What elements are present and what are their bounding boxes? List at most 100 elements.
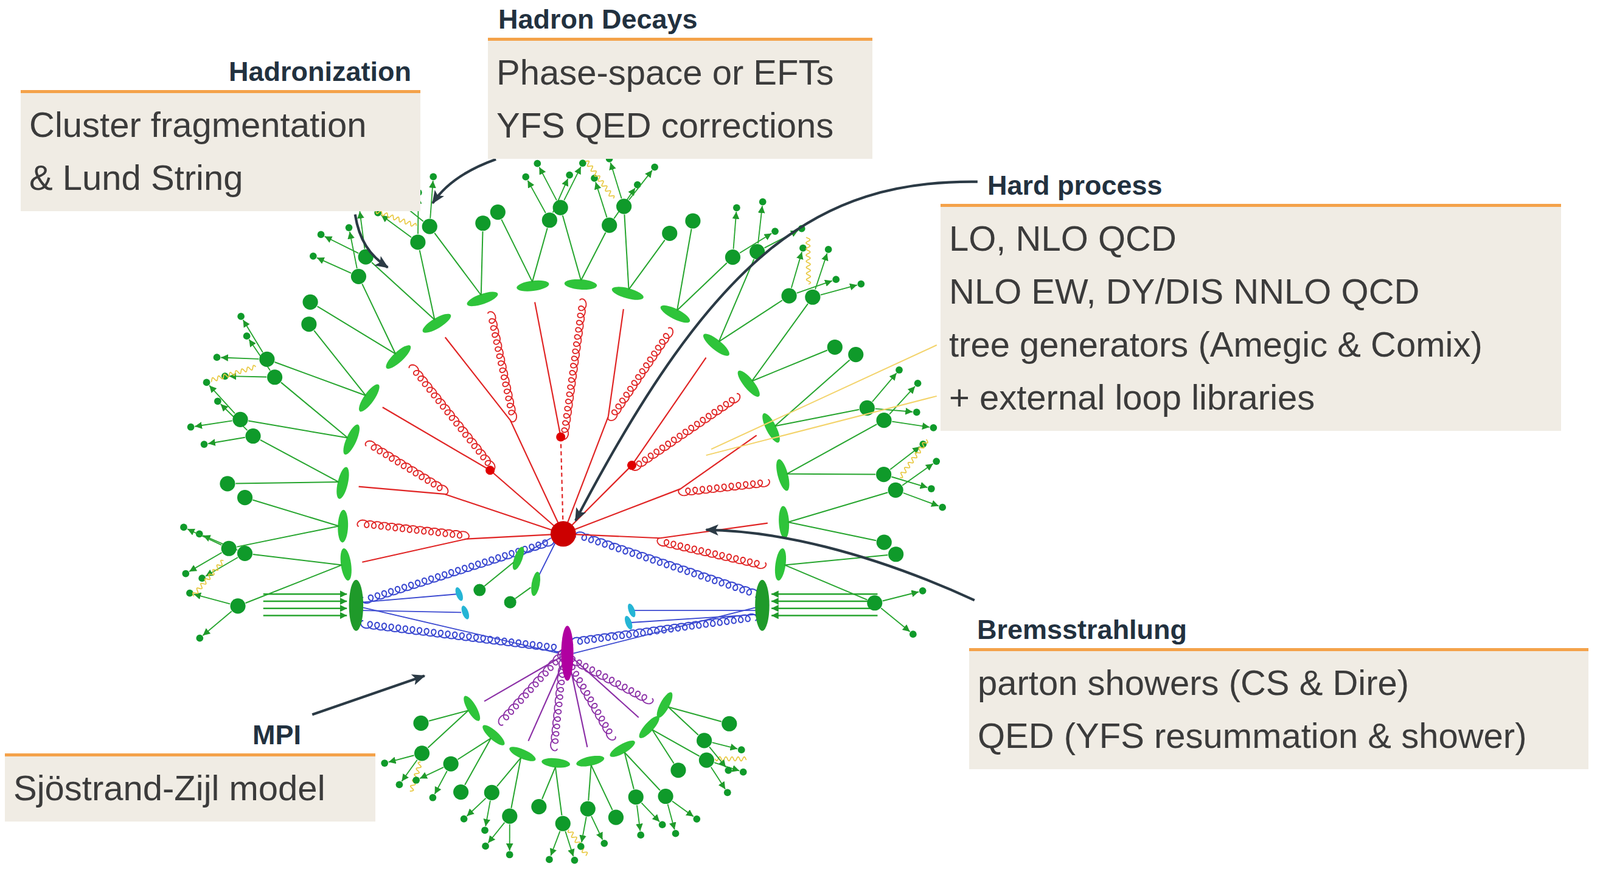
hadron-line: [775, 359, 850, 426]
decay-line: [820, 284, 858, 295]
decay-product: [429, 172, 437, 181]
hadron-line: [371, 262, 435, 320]
decay-line: [712, 742, 738, 749]
decay-line: [485, 800, 491, 827]
parton-line: [567, 653, 639, 718]
cluster-blob: [610, 284, 645, 303]
hadron-line: [235, 481, 339, 484]
callout-box: MPISjöstrand-Zijl model: [4, 753, 376, 822]
gluon-line: [574, 531, 759, 597]
hadron-dot: [628, 789, 644, 805]
callout-heading: MPI: [252, 718, 302, 752]
decay-line: [882, 591, 919, 602]
callout-heading: Hadronization: [228, 55, 412, 89]
decay-product: [309, 252, 317, 260]
hadron-line: [786, 473, 876, 476]
gluon-line: [678, 479, 770, 496]
cluster-blob: [420, 310, 454, 336]
decay-product: [672, 829, 680, 838]
parton-line: [534, 301, 561, 437]
hadron-line: [624, 214, 629, 290]
parton-line: [466, 533, 564, 539]
hadron-line: [787, 521, 877, 541]
cluster-blob: [480, 722, 508, 749]
mpi-blob: [561, 625, 574, 681]
hadron-line: [719, 259, 755, 342]
hadron-line: [260, 439, 339, 482]
decay-line: [189, 552, 223, 572]
beam-line: [263, 614, 348, 616]
decay-product: [460, 815, 468, 823]
hadron-dot: [301, 316, 317, 332]
hadron-line: [591, 764, 613, 810]
parton-line: [490, 470, 564, 535]
remnant-blob: [453, 586, 465, 603]
quark-line: [361, 593, 457, 602]
decay-line: [430, 180, 434, 219]
hadron-dot: [888, 546, 904, 562]
decay-product: [317, 231, 325, 239]
decay-product: [832, 275, 840, 283]
leader-arrow: [355, 214, 389, 268]
hadron-line: [624, 751, 661, 790]
beam-line: [263, 600, 348, 602]
hadron-dot: [501, 808, 518, 824]
decay-product: [200, 440, 209, 448]
hadron-line: [719, 299, 783, 342]
hadron-line: [629, 239, 665, 289]
hadron-dot: [601, 217, 617, 234]
decay-product: [771, 227, 779, 235]
decay-line: [581, 816, 587, 842]
decay-product: [927, 484, 936, 493]
hadron-line: [511, 757, 521, 808]
photon-line: [706, 396, 937, 456]
decay-line: [903, 492, 939, 506]
hadron-dot: [221, 540, 237, 557]
photon-line: [211, 365, 256, 383]
parton-line: [358, 486, 445, 494]
hadron-dot: [658, 788, 674, 804]
beam-line: [263, 593, 348, 595]
decay-line: [709, 746, 726, 767]
callout-box: Bremsstrahlungparton showers (CS & Dire)…: [969, 647, 1589, 769]
decay-product: [203, 379, 211, 387]
decay-product: [565, 171, 574, 179]
beam-line: [263, 607, 348, 609]
decay-line: [636, 804, 640, 831]
decay-product: [857, 280, 865, 288]
decay-line: [672, 800, 694, 816]
decay-product: [913, 408, 921, 416]
photon-line: [585, 161, 614, 199]
hadron-line: [751, 303, 808, 381]
gluon-line: [408, 365, 495, 472]
hadron-line: [652, 729, 674, 763]
hadron-dot: [661, 225, 678, 241]
cluster-blob: [460, 693, 484, 723]
quark-line: [361, 610, 462, 613]
hadron-line: [787, 492, 888, 522]
hadron-line: [236, 525, 339, 547]
decay-product: [412, 776, 420, 784]
quark-line: [520, 537, 551, 557]
decay-line: [539, 167, 557, 201]
proton-blob: [754, 579, 769, 631]
decay-line: [613, 187, 636, 219]
hadron-line: [515, 587, 532, 599]
leader-arrow: [575, 181, 978, 521]
parton-line: [560, 436, 564, 534]
decay-product: [650, 163, 659, 171]
hadron-dot: [237, 489, 253, 505]
decay-product: [799, 244, 807, 252]
gluon-line: [361, 537, 555, 603]
photon-line: [410, 761, 421, 791]
hadron-dot: [827, 339, 843, 355]
hadron-line: [464, 737, 491, 785]
decay-product: [380, 759, 389, 767]
beam-line: [771, 593, 878, 595]
decay-product: [195, 634, 204, 642]
hadron-dot: [351, 268, 367, 285]
decay-product: [929, 424, 937, 432]
callout-text: LO, NLO QCD: [949, 211, 1553, 265]
decay-product: [633, 181, 642, 189]
decay-line: [487, 822, 505, 844]
